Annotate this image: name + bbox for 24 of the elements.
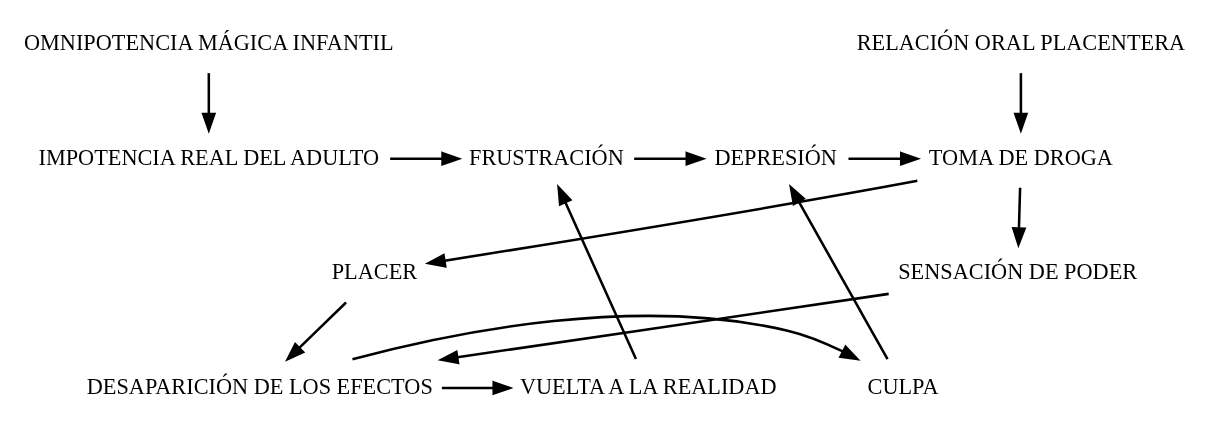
- arrow: [390, 151, 463, 167]
- node-text: IMPOTENCIA REAL DEL ADULTO: [38, 144, 380, 170]
- node-text: OMNIPOTENCIA MÁGICA INFANTIL: [23, 29, 394, 55]
- arrow: [201, 73, 217, 134]
- node-text: RELACIÓN ORAL PLACENTERA: [856, 29, 1186, 55]
- arrow: [1011, 187, 1027, 249]
- arrow: [1013, 73, 1029, 134]
- arrow: [285, 301, 347, 362]
- arrow: [352, 314, 861, 361]
- node-text: DEPRESIÓN: [714, 144, 837, 170]
- arrow: [848, 151, 922, 167]
- node-text: VUELTA A LA REALIDAD: [519, 373, 777, 399]
- arrow: [557, 184, 638, 360]
- node-text: CULPA: [867, 373, 939, 399]
- arrow: [634, 151, 707, 167]
- node-text: TOMA DE DROGA: [928, 144, 1113, 170]
- node-text: SENSACIÓN DE PODER: [898, 259, 1138, 285]
- node-text: FRUSTRACIÓN: [469, 144, 624, 170]
- arrow: [424, 179, 918, 268]
- arrow: [789, 184, 889, 360]
- node-text: PLACER: [331, 259, 418, 285]
- arrow: [437, 292, 889, 365]
- node-text: DESAPARICIÓN DE LOS EFECTOS: [86, 373, 433, 399]
- arrow: [441, 380, 514, 396]
